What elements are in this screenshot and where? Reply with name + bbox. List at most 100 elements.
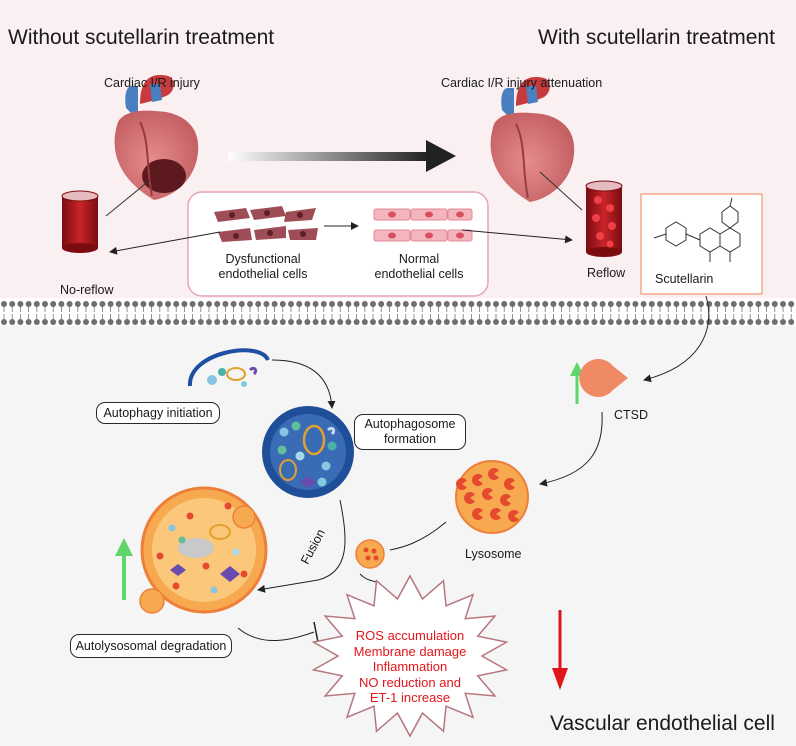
ctsd-to-lysosome-arrow <box>539 411 603 487</box>
lipid-head <box>591 319 598 325</box>
lipid-head <box>575 319 581 325</box>
ctsd-particle <box>455 478 467 491</box>
organelle <box>317 477 327 487</box>
lipid-head <box>1 319 7 325</box>
damage-down-arrow <box>552 610 568 690</box>
label-lysosome: Lysosome <box>465 547 522 561</box>
lipid-head <box>411 301 417 307</box>
lipid-head <box>419 319 426 325</box>
lipid-head <box>181 319 188 325</box>
lipid-head <box>673 319 680 325</box>
lipid-head <box>33 301 40 307</box>
autolysosome-up-arrow <box>115 538 133 600</box>
lipid-head <box>140 301 147 307</box>
lipid-head <box>124 301 130 307</box>
lipid-head <box>83 301 89 307</box>
lipid-head <box>156 319 163 325</box>
lipid-head <box>583 301 590 307</box>
lipid-head <box>378 301 385 307</box>
lipid-head <box>99 319 106 325</box>
lipid-head <box>476 319 483 325</box>
lipid-head <box>91 319 98 325</box>
no-reflow-vessel-icon <box>61 190 99 253</box>
protein-aggregate <box>170 564 186 576</box>
lipid-head <box>460 301 467 307</box>
protein-aggregate <box>300 476 316 488</box>
lipid-head <box>214 319 221 325</box>
lipid-head <box>607 319 614 325</box>
lipid-head <box>484 319 491 325</box>
organelle <box>321 461 331 471</box>
lipid-head <box>566 301 573 307</box>
lipid-head <box>271 301 278 307</box>
lipid-head <box>657 301 663 307</box>
lipid-head <box>337 301 344 307</box>
lipid-head <box>132 301 139 307</box>
ctsd-particle <box>472 474 483 487</box>
organelle <box>186 512 194 520</box>
lipid-head <box>345 301 352 307</box>
lipid-head <box>755 301 762 307</box>
lipid-head <box>189 319 196 325</box>
lipid-head <box>296 319 303 325</box>
lipid-head <box>517 319 524 325</box>
lipid-head <box>739 319 745 325</box>
ctsd-particle <box>487 467 499 481</box>
lipid-head <box>304 319 311 325</box>
lipid-head <box>714 319 721 325</box>
lipid-head <box>509 319 516 325</box>
mitochondrion <box>279 459 297 481</box>
lipid-head <box>689 301 696 307</box>
label-no-reflow: No-reflow <box>60 283 114 297</box>
lipid-head <box>107 301 114 307</box>
effect-no: NO reduction and <box>359 674 461 690</box>
scutellarin-to-ctsd-arrow <box>643 295 710 383</box>
lipid-head <box>575 301 581 307</box>
lysosome-icon <box>455 460 529 534</box>
lipid-head <box>189 301 196 307</box>
lipid-head <box>501 301 508 307</box>
autophagosome-line1: Autophagosome <box>364 417 456 431</box>
lipid-head <box>74 301 81 307</box>
lipid-head <box>534 301 540 307</box>
lipid-head <box>468 319 475 325</box>
lipid-head <box>222 319 229 325</box>
lipid-head <box>124 319 130 325</box>
lipid-head <box>476 301 483 307</box>
lipid-head <box>1 301 7 307</box>
lipid-head <box>452 319 458 325</box>
lipid-head <box>394 319 401 325</box>
protein-fragment <box>326 426 336 436</box>
to-reflow-arrow <box>461 229 573 244</box>
lipid-head <box>312 301 319 307</box>
label-cardiac-injury: Cardiac I/R injury <box>104 76 200 90</box>
lipid-head <box>83 319 89 325</box>
heart-to-vessel-line <box>105 179 151 217</box>
lipid-head <box>681 319 688 325</box>
lipid-head <box>173 319 180 325</box>
lipid-head <box>763 301 770 307</box>
organelle <box>210 586 218 594</box>
lipid-head <box>279 301 286 307</box>
ctsd-particle <box>504 478 515 491</box>
lipid-head <box>148 301 155 307</box>
lipid-head <box>763 319 770 325</box>
lipid-head <box>599 319 606 325</box>
label-reflow: Reflow <box>587 266 626 280</box>
ctsd-particle <box>508 510 519 522</box>
lipid-head <box>165 301 171 307</box>
lipid-head <box>173 301 180 307</box>
lipid-head <box>206 301 212 307</box>
autophagy-initiation-box: Autophagy initiation <box>96 402 220 424</box>
lipid-head <box>230 319 237 325</box>
effect-membrane: Membrane damage <box>353 643 467 659</box>
lipid-head <box>493 301 499 307</box>
lipid-head <box>74 319 81 325</box>
heart-to-reflow-line <box>539 171 583 211</box>
lipid-head <box>247 301 253 307</box>
lipid-head <box>247 319 253 325</box>
lipid-head <box>648 319 655 325</box>
lipid-head <box>747 301 754 307</box>
lipid-head <box>271 319 278 325</box>
organelle <box>232 548 240 556</box>
